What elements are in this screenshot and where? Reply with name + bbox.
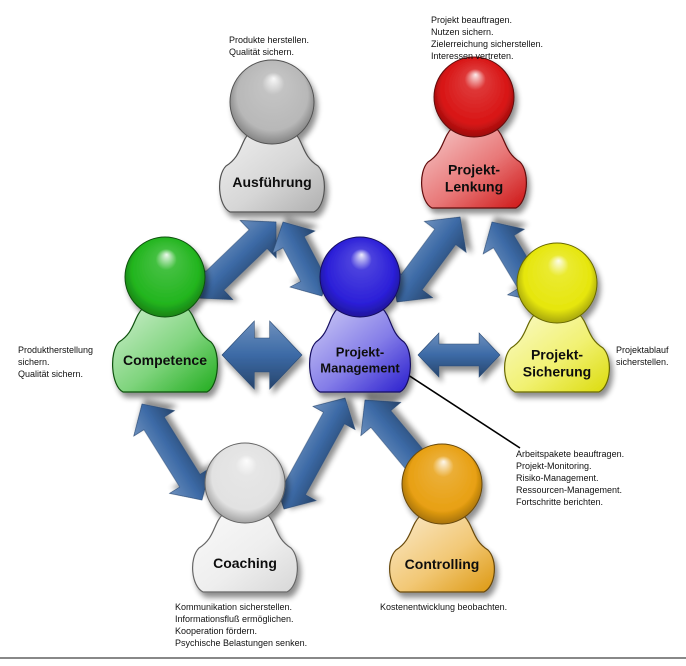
figure-label-line: Lenkung bbox=[445, 178, 503, 194]
figure-body bbox=[309, 307, 411, 393]
figure-label: Coaching bbox=[213, 555, 277, 571]
figure-head bbox=[433, 56, 515, 138]
figure-label-line: Projekt- bbox=[531, 346, 583, 362]
figure-label-line: Controlling bbox=[405, 556, 480, 572]
note-line: Risiko-Management. bbox=[516, 473, 599, 483]
figure-label: Projekt-Lenkung bbox=[445, 161, 503, 194]
note-sicherung: Projektablauf sicherstellen. bbox=[616, 344, 669, 368]
note-line: Informationsfluß ermöglichen. bbox=[175, 614, 294, 624]
figure-label: Competence bbox=[123, 352, 207, 368]
note-line: Fortschritte berichten. bbox=[516, 497, 604, 507]
figure-head bbox=[124, 236, 206, 318]
note-management: Arbeitspakete beauftragen. Projekt-Monit… bbox=[516, 448, 624, 508]
figure-ausfuehrung: Ausführung bbox=[219, 59, 325, 213]
figure-label-line: Ausführung bbox=[232, 174, 311, 190]
figure-head bbox=[516, 242, 598, 324]
arrow-management-sicherung bbox=[417, 332, 501, 378]
note-line: Arbeitspakete beauftragen. bbox=[516, 449, 625, 459]
note-line: Kooperation fördern. bbox=[175, 626, 258, 636]
note-line: Qualität sichern. bbox=[18, 369, 84, 379]
figure-body bbox=[192, 513, 298, 593]
note-line: Produktherstellung bbox=[18, 345, 94, 355]
figure-head bbox=[229, 59, 315, 145]
note-line: Nutzen sichern. bbox=[431, 27, 494, 37]
figure-label: Projekt-Sicherung bbox=[523, 346, 591, 379]
figure-coaching: Coaching bbox=[192, 442, 298, 593]
management-callout-line bbox=[404, 372, 521, 449]
figure-projekt-management: Projekt-Management bbox=[309, 236, 411, 393]
note-line: Zielerreichung sicherstellen. bbox=[431, 39, 544, 49]
figure-head bbox=[204, 442, 286, 524]
figure-head bbox=[319, 236, 401, 318]
figure-label-line: Projekt- bbox=[336, 345, 384, 360]
note-lenkung: Projekt beauftragen. Nutzen sichern. Zie… bbox=[431, 14, 543, 62]
figure-body bbox=[421, 127, 527, 209]
figure-body bbox=[112, 307, 218, 393]
note-line: Kommunikation sicherstellen. bbox=[175, 602, 293, 612]
arrows-layer bbox=[133, 216, 550, 510]
figure-body bbox=[504, 313, 610, 393]
figure-label-line: Sicherung bbox=[523, 363, 591, 379]
note-line: Interessen vertreten. bbox=[431, 51, 514, 61]
figure-controlling: Controlling bbox=[389, 443, 495, 593]
note-line: Kostenentwicklung beobachten. bbox=[380, 602, 508, 612]
figure-label: Ausführung bbox=[232, 174, 311, 190]
note-line: Produkte herstellen. bbox=[229, 35, 310, 45]
figure-label: Controlling bbox=[405, 556, 480, 572]
figure-label-line: Projekt- bbox=[448, 161, 500, 177]
figure-head bbox=[401, 443, 483, 525]
note-line: Projekt beauftragen. bbox=[431, 15, 513, 25]
note-line: Ressourcen-Management. bbox=[516, 485, 623, 495]
note-ausfuehrung: Produkte herstellen. Qualität sichern. bbox=[229, 34, 309, 58]
figure-label-line: Competence bbox=[123, 352, 207, 368]
note-line: Qualität sichern. bbox=[229, 47, 295, 57]
figure-competence: Competence bbox=[112, 236, 218, 393]
figure-projekt-sicherung: Projekt-Sicherung bbox=[504, 242, 610, 393]
note-line: sicherstellen. bbox=[616, 357, 669, 367]
note-controlling: Kostenentwicklung beobachten. bbox=[380, 601, 507, 613]
figure-label-line: Coaching bbox=[213, 555, 277, 571]
note-coaching: Kommunikation sicherstellen. Information… bbox=[175, 601, 307, 649]
figure-label: Projekt-Management bbox=[320, 345, 400, 376]
figure-projekt-lenkung: Projekt-Lenkung bbox=[421, 56, 527, 209]
note-line: Projektablauf bbox=[616, 345, 669, 355]
note-line: Projekt-Monitoring. bbox=[516, 461, 592, 471]
bottom-divider bbox=[0, 657, 686, 659]
arrow-competence-management bbox=[221, 320, 303, 390]
figure-label-line: Management bbox=[320, 361, 400, 376]
arrow-coaching-competence bbox=[133, 403, 211, 501]
figure-body bbox=[389, 515, 495, 593]
note-competence: Produktherstellung sichern. Qualität sic… bbox=[18, 344, 93, 380]
note-line: Psychische Belastungen senken. bbox=[175, 638, 308, 648]
figure-body bbox=[219, 131, 325, 213]
note-line: sichern. bbox=[18, 357, 50, 367]
